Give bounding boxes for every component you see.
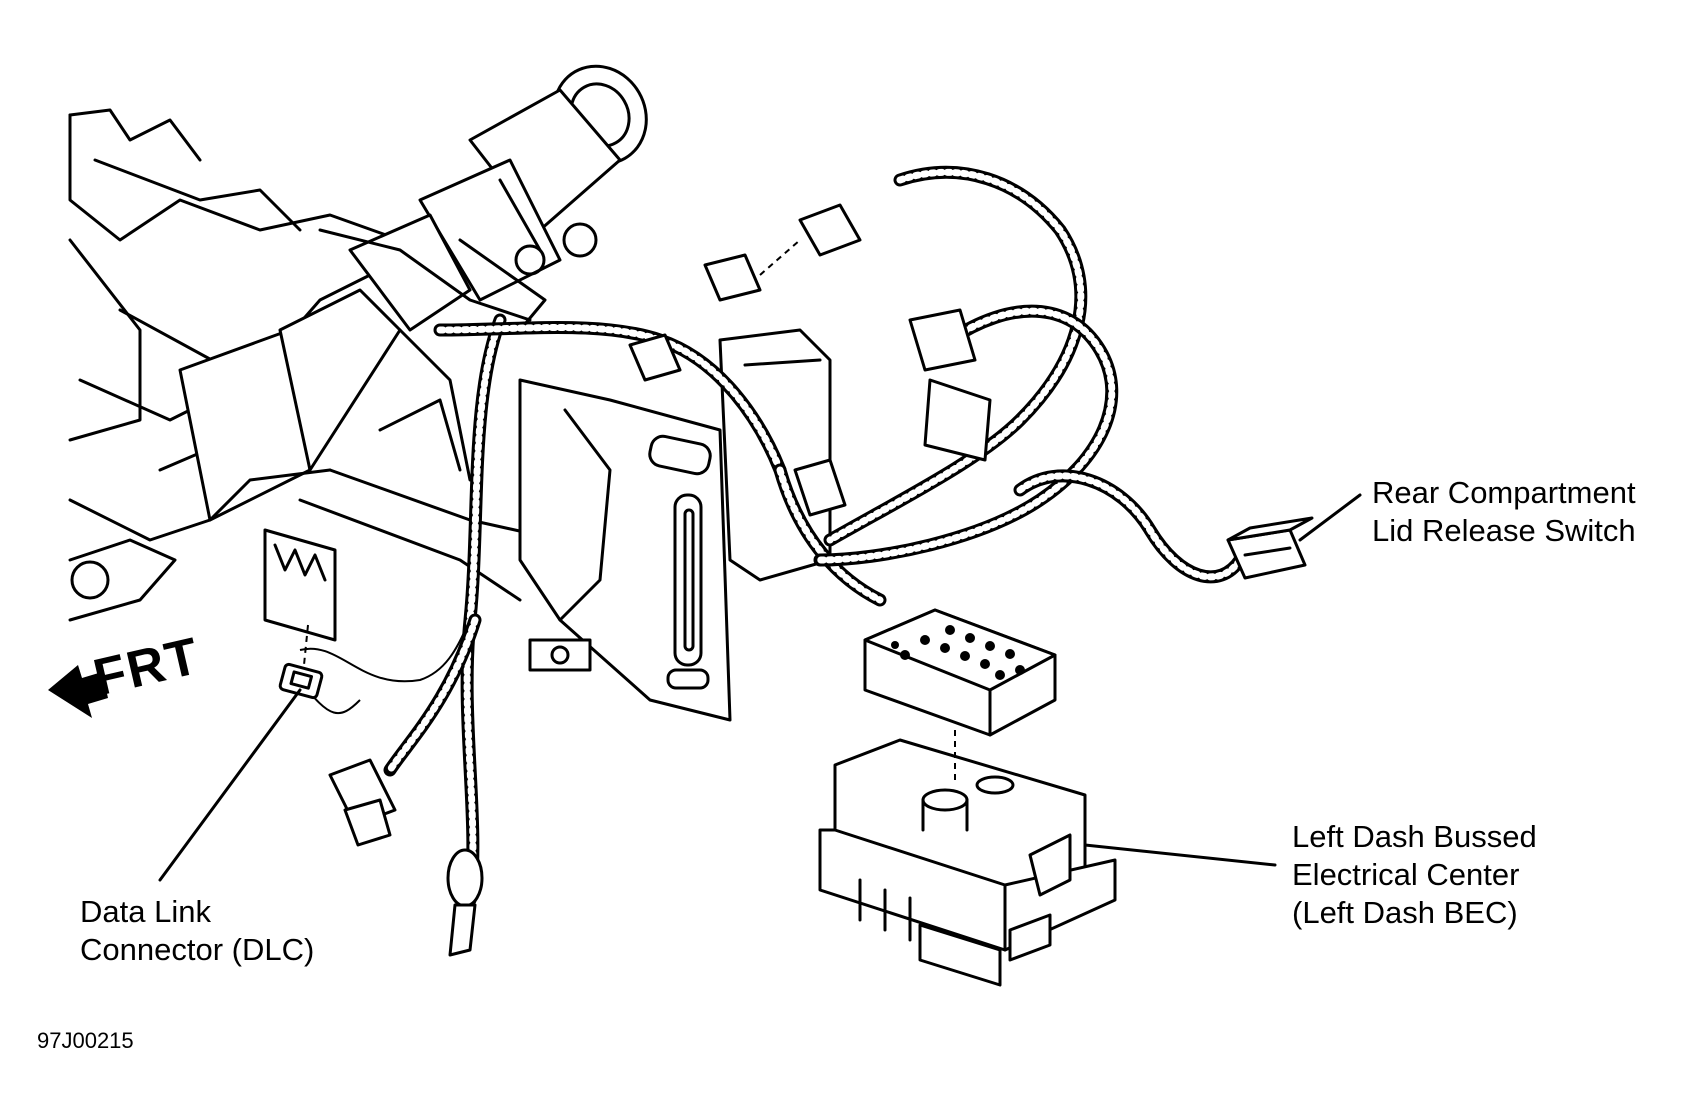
- instrument-panel-structure: [68, 108, 652, 642]
- rear-compartment-switch-connector: [1226, 516, 1314, 580]
- upper-connectors: [628, 203, 992, 517]
- bec-label-line-1: Left Dash Bussed: [1292, 819, 1537, 854]
- rear-switch-label-line-1: Rear Compartment: [1372, 475, 1636, 510]
- leader-rear-switch: [1298, 493, 1362, 542]
- steering-column: [318, 64, 648, 332]
- dlc-label: Data Link Connector (DLC): [80, 893, 314, 969]
- leader-bec: [1083, 843, 1277, 867]
- center-bracket: [518, 328, 832, 722]
- leader-dlc: [158, 688, 302, 882]
- harness-grommet: [446, 848, 484, 957]
- left-dash-bec: [818, 608, 1117, 987]
- rear-switch-label: Rear Compartment Lid Release Switch: [1372, 474, 1636, 550]
- bec-label-line-3: (Left Dash BEC): [1292, 895, 1518, 930]
- bec-label: Left Dash Bussed Electrical Center (Left…: [1292, 818, 1537, 932]
- harness-connector-lower: [328, 758, 397, 847]
- dlc-label-line-1: Data Link: [80, 894, 211, 929]
- figure-id: 97J00215: [37, 1028, 134, 1053]
- rear-switch-label-line-2: Lid Release Switch: [1372, 513, 1636, 548]
- dlc-label-line-2: Connector (DLC): [80, 932, 315, 967]
- bec-label-line-2: Electrical Center: [1292, 857, 1520, 892]
- front-direction-arrow-icon: [48, 665, 108, 718]
- leader-lines: [158, 493, 1362, 882]
